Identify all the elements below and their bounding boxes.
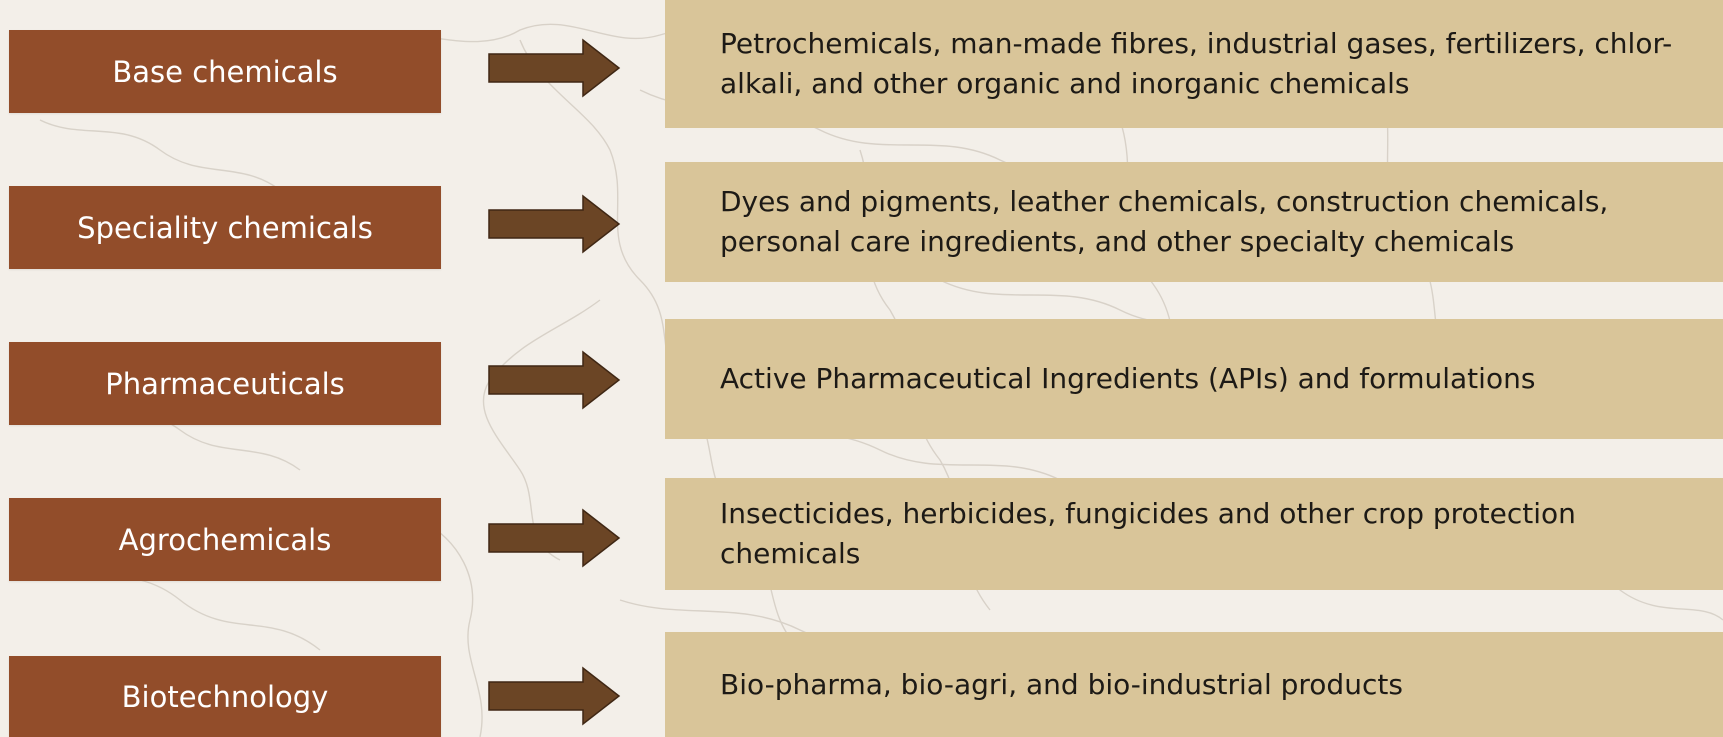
category-label: Biotechnology: [121, 679, 329, 714]
description-text: Petrochemicals, man-made fibres, industr…: [720, 27, 1673, 100]
category-box: Biotechnology: [9, 656, 441, 737]
description-box: Insecticides, herbicides, fungicides and…: [665, 478, 1723, 590]
category-box: Speciality chemicals: [9, 186, 441, 269]
row-base-chemicals: Base chemicals Petrochemicals, man-made …: [0, 0, 1723, 128]
row-agrochemicals: Agrochemicals Insecticides, herbicides, …: [0, 0, 1723, 590]
category-label: Speciality chemicals: [77, 210, 373, 245]
right-arrow-icon: [488, 194, 621, 254]
right-arrow-icon: [488, 508, 621, 568]
category-box: Base chemicals: [9, 30, 441, 113]
description-text: Active Pharmaceutical Ingredients (APIs)…: [720, 362, 1536, 395]
description-text: Dyes and pigments, leather chemicals, co…: [720, 185, 1609, 258]
category-box: Pharmaceuticals: [9, 342, 441, 425]
right-arrow-icon: [488, 350, 621, 410]
description-box: Bio-pharma, bio-agri, and bio-industrial…: [665, 632, 1723, 737]
description-text: Bio-pharma, bio-agri, and bio-industrial…: [720, 667, 1403, 701]
row-speciality-chemicals: Speciality chemicals Dyes and pigments, …: [0, 0, 1723, 282]
row-pharmaceuticals: Pharmaceuticals Active Pharmaceutical In…: [0, 0, 1723, 439]
right-arrow-icon: [488, 38, 621, 98]
category-label: Agrochemicals: [118, 522, 332, 557]
description-box: Petrochemicals, man-made fibres, industr…: [665, 0, 1723, 128]
right-arrow-icon: [488, 666, 621, 726]
category-box: Agrochemicals: [9, 498, 441, 581]
description-box: Active Pharmaceutical Ingredients (APIs)…: [665, 319, 1723, 439]
category-label: Base chemicals: [112, 54, 338, 89]
description-box: Dyes and pigments, leather chemicals, co…: [665, 162, 1723, 282]
category-label: Pharmaceuticals: [105, 366, 345, 401]
description-text: Insecticides, herbicides, fungicides and…: [720, 497, 1576, 570]
